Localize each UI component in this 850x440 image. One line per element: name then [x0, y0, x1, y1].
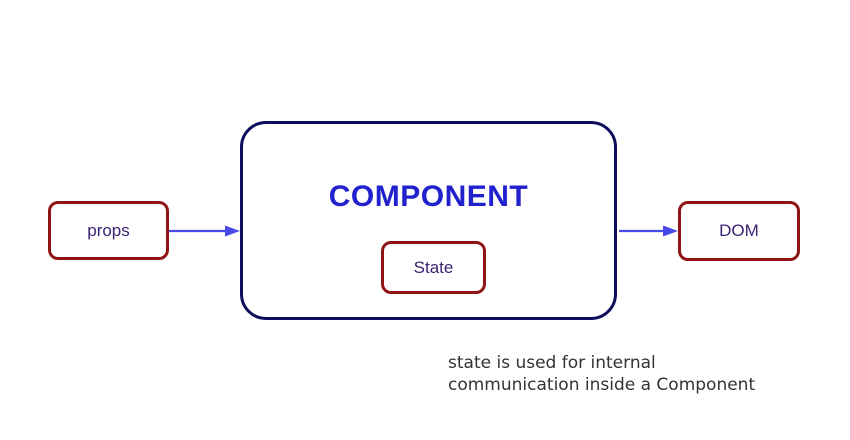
- props-box: props: [48, 201, 169, 260]
- dom-box: DOM: [678, 201, 800, 261]
- caption: state is used for internal communication…: [448, 352, 755, 396]
- right-arrow-icon: [169, 225, 240, 237]
- props-label: props: [87, 220, 130, 240]
- component-label: COMPONENT: [328, 180, 529, 213]
- caption-line-1: state is used for internal: [448, 353, 656, 373]
- state-box: State: [381, 241, 486, 294]
- right-arrow-icon: [619, 225, 678, 237]
- component-box: COMPONENT State: [240, 121, 617, 320]
- caption-line-2: communication inside a Component: [448, 375, 756, 395]
- dom-label: DOM: [719, 221, 759, 240]
- state-label: State: [413, 257, 454, 277]
